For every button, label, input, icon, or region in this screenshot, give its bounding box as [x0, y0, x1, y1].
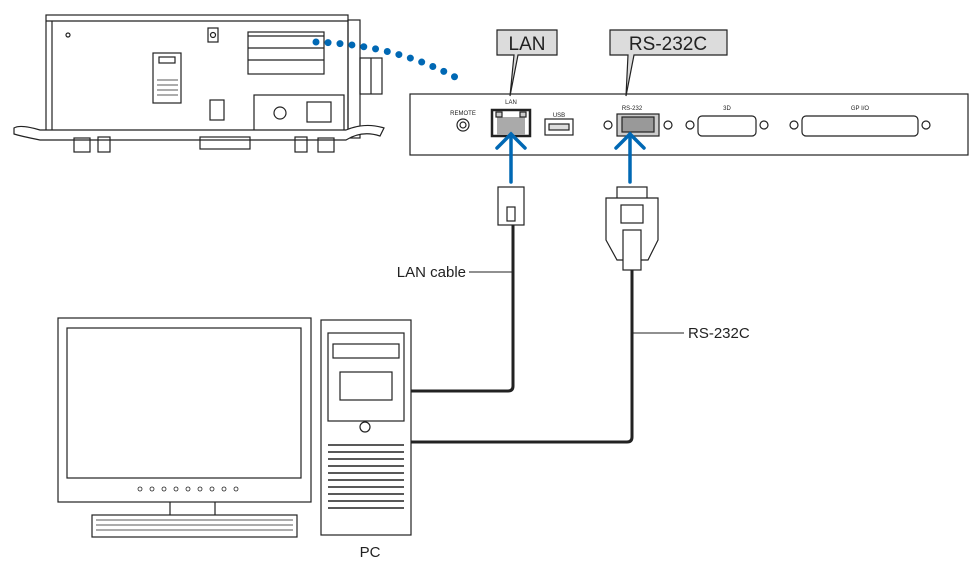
rs232c-cable-label: RS-232C [688, 325, 750, 342]
lan-arrow-icon [495, 131, 527, 184]
pc-label: PC [360, 544, 381, 561]
monitor [57, 317, 312, 538]
usb-label: USB [553, 113, 565, 119]
rs232-label: RS-232 [622, 106, 643, 112]
rs232-port [603, 113, 673, 137]
lan-port [490, 108, 532, 138]
lan-port-label: LAN [505, 100, 517, 106]
lan-plug [497, 186, 525, 226]
rs232c-callout-label: RS-232C [629, 34, 707, 55]
rs232-arrow-icon [614, 131, 646, 184]
rear-panel [409, 93, 969, 156]
lan-callout [496, 29, 558, 97]
lan-cable-label: LAN cable [397, 264, 466, 281]
gpio-port [789, 115, 931, 137]
3d-label: 3D [723, 106, 731, 112]
remote-port [456, 118, 470, 132]
lan-callout-label: LAN [509, 34, 546, 55]
usb-port [544, 118, 574, 136]
keyboard-keys [96, 519, 293, 531]
monitor-buttons [137, 486, 239, 492]
db9-connector [605, 186, 659, 271]
projector [13, 14, 385, 153]
rs232c-cable [410, 270, 634, 444]
remote-label: REMOTE [450, 111, 476, 117]
rs232c-callout [609, 29, 728, 97]
gpio-label: GP I/O [851, 106, 870, 112]
lan-cable [410, 225, 515, 393]
3d-port [685, 115, 769, 137]
pc-tower [320, 319, 412, 536]
